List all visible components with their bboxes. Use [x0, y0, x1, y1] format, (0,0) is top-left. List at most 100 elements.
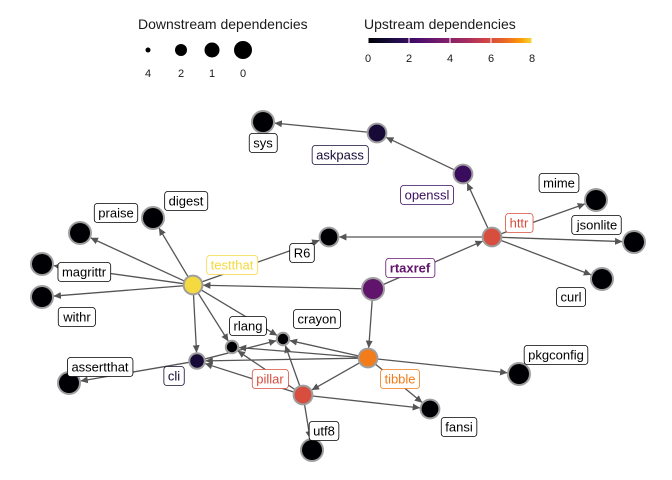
size-legend-dot [234, 41, 252, 59]
node-testthat[interactable] [184, 276, 202, 294]
node-label-box [440, 417, 478, 437]
color-legend-tick: 2 [406, 53, 412, 65]
node-label-httr: httr [505, 213, 534, 233]
node-label-box [93, 203, 139, 223]
node-label-text: utf8 [313, 424, 335, 439]
node-label-text: tibble [384, 372, 415, 387]
node-label-text: rlang [234, 319, 263, 334]
node-label-box [538, 173, 580, 193]
size-legend-tick: 0 [240, 68, 246, 80]
node-label-magrittr: magrittr [57, 262, 112, 282]
size-legend-dot [204, 42, 220, 58]
node-label-box [248, 133, 278, 153]
size-legend-dot [145, 47, 151, 53]
node-pillar[interactable] [294, 386, 312, 404]
size-legend: Downstream dependencies 4 2 1 0 [138, 16, 308, 80]
node-label-text: openssl [405, 188, 450, 203]
node-pkgconfig[interactable] [509, 364, 529, 384]
size-legend-title: Downstream dependencies [138, 16, 308, 32]
node-label-box [229, 316, 267, 336]
node-label-text: httr [510, 216, 529, 231]
edge-testthat-withr [53, 285, 184, 299]
edge-testthat-praise [90, 237, 185, 282]
node-label-box [311, 145, 369, 165]
edge-cli-assertthat [80, 361, 190, 384]
node-R6[interactable] [320, 228, 338, 246]
node-label-fansi: fansi [440, 417, 478, 437]
node-label-tibble: tibble [380, 369, 420, 389]
node-label-askpass: askpass [311, 145, 369, 165]
node-praise[interactable] [70, 223, 90, 243]
edge-tibble-rlang [238, 344, 359, 358]
node-label-text: testthat [211, 258, 254, 273]
edge-testthat-cli [192, 294, 200, 353]
node-label-R6: R6 [289, 243, 315, 263]
nodes-layer [30, 110, 646, 462]
edge-askpass-sys [274, 120, 368, 133]
node-label-openssl: openssl [400, 185, 454, 205]
node-label-box [67, 357, 134, 377]
node-sys[interactable] [253, 112, 273, 132]
node-label-withr: withr [57, 307, 96, 327]
node-label-box [206, 255, 259, 275]
node-label-pillar: pillar [251, 369, 289, 389]
node-magrittr[interactable] [32, 254, 52, 274]
node-digest[interactable] [143, 208, 163, 228]
node-fansi[interactable] [421, 400, 439, 418]
color-legend-tick: 6 [488, 53, 494, 65]
node-label-text: pkgconfig [528, 348, 584, 363]
node-label-box [289, 243, 315, 263]
edge-httr-curl [500, 239, 592, 276]
edge-pillar-fansi [312, 395, 421, 411]
node-crayon[interactable] [277, 333, 289, 345]
node-rtaxref[interactable] [363, 279, 383, 299]
node-utf8[interactable] [302, 440, 322, 460]
node-label-text: fansi [445, 420, 473, 435]
node-label-praise: praise [93, 203, 139, 223]
edge-tibble-pillar [311, 362, 361, 391]
node-label-box [400, 185, 454, 205]
color-legend-tick: 4 [447, 53, 453, 65]
edge-testthat-digest [158, 227, 189, 278]
node-openssl[interactable] [454, 165, 472, 183]
node-label-text: magrittr [62, 265, 107, 280]
node-label-mime: mime [538, 173, 580, 193]
node-label-cli: cli [163, 366, 185, 386]
node-label-box [293, 309, 341, 329]
node-label-text: withr [62, 310, 91, 325]
node-label-box [164, 191, 209, 211]
node-label-crayon: crayon [293, 309, 341, 329]
node-label-box [380, 369, 420, 389]
node-assertthat[interactable] [59, 373, 79, 393]
edge-httr-openssl [466, 182, 489, 229]
node-label-box [163, 366, 185, 386]
node-label-text: rtaxref [390, 261, 431, 276]
edge-tibble-cli [205, 357, 359, 365]
node-askpass[interactable] [368, 124, 386, 142]
node-rlang[interactable] [226, 341, 238, 353]
size-legend-dot [175, 44, 187, 56]
edge-tibble-pkgconfig [377, 358, 508, 376]
size-legend-tick: 4 [145, 68, 151, 80]
node-cli[interactable] [190, 354, 204, 368]
node-label-box [308, 421, 340, 441]
node-tibble[interactable] [359, 349, 377, 367]
node-label-text: praise [98, 206, 133, 221]
node-label-text: assertthat [71, 360, 128, 375]
node-label-curl: curl [556, 287, 586, 307]
node-label-box [556, 287, 586, 307]
node-label-rlang: rlang [229, 316, 267, 336]
node-curl[interactable] [592, 269, 612, 289]
node-jsonlite[interactable] [624, 232, 644, 252]
node-label-box [251, 369, 289, 389]
node-label-text: askpass [316, 148, 364, 163]
node-label-box [57, 262, 112, 282]
node-mime[interactable] [586, 190, 606, 210]
node-httr[interactable] [483, 228, 501, 246]
node-label-text: pillar [256, 372, 284, 387]
node-label-text: sys [253, 136, 273, 151]
node-withr[interactable] [32, 287, 52, 307]
